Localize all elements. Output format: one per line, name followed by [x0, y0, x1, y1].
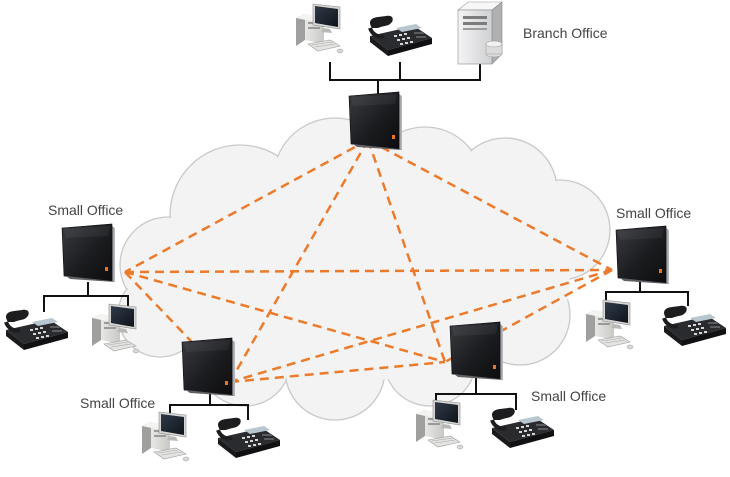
vpn-router-icon	[615, 225, 670, 285]
desktop-computer-icon	[141, 411, 190, 462]
vpn-link-left-bottom-right	[124, 270, 446, 364]
desktop-computer-icon	[91, 303, 140, 354]
vpn-link-right-bottom-left	[229, 268, 613, 384]
small-office-left	[4, 223, 140, 354]
ip-phone-icon	[368, 13, 434, 59]
vpn-link-branch-bottom-right	[366, 139, 447, 363]
vpn-router-icon	[61, 223, 116, 283]
desktop-computer-icon	[295, 3, 344, 54]
vpn-link-branch-left	[124, 138, 369, 274]
vpn-router-icon	[181, 337, 236, 397]
desktop-computer-icon	[415, 399, 464, 450]
vpn-link-left-right	[124, 268, 613, 274]
small-office-right-label: Small Office	[616, 205, 692, 221]
ip-phone-icon	[662, 303, 728, 348]
desktop-computer-icon	[585, 299, 634, 350]
vpn-router-icon	[449, 321, 504, 381]
ip-phone-icon	[216, 415, 282, 460]
vpn-link-branch-right	[367, 138, 613, 272]
vpn-link-bottom-left-bottom-right	[229, 360, 446, 384]
vpn-router-icon	[348, 91, 403, 151]
branch-office-label: Branch Office	[523, 25, 608, 41]
small-office-bottom-right-label: Small Office	[531, 388, 607, 404]
small-office-bottom-left-label: Small Office	[80, 395, 156, 411]
vpn-link-branch-bottom-left	[228, 139, 370, 383]
ip-phone-icon	[4, 307, 70, 352]
server-icon	[457, 1, 503, 65]
ip-phone-icon	[490, 405, 556, 450]
small-office-left-label: Small Office	[48, 202, 124, 218]
